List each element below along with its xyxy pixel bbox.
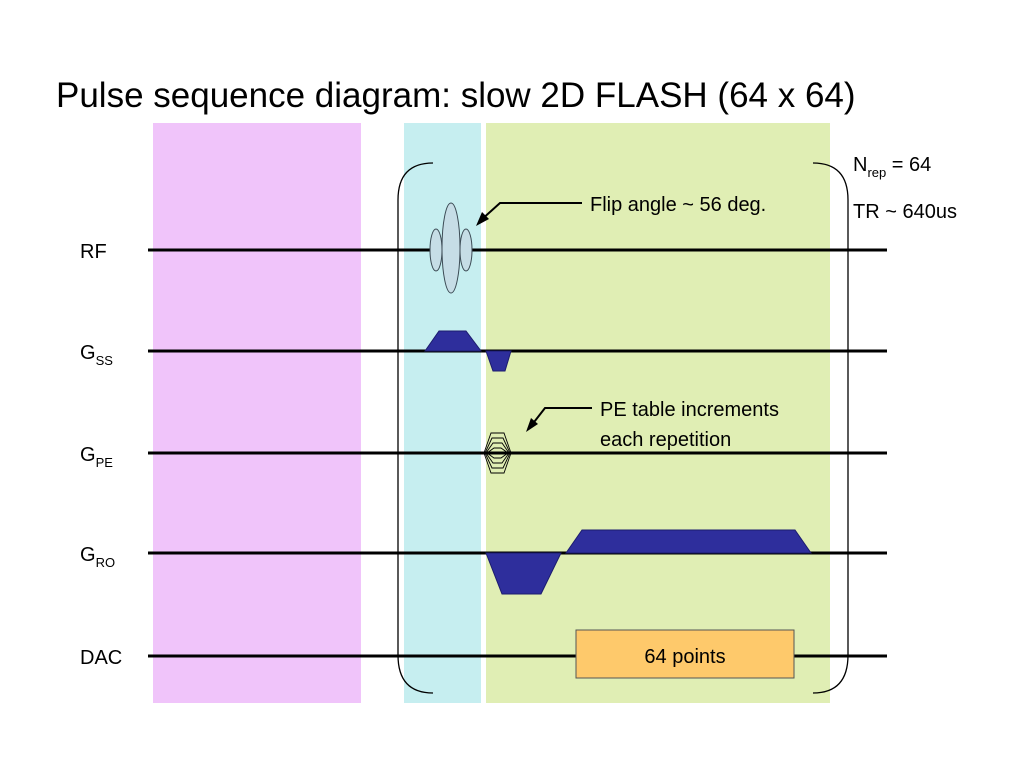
dac-block-label: 64 points <box>644 646 725 668</box>
pe-table-annotation-line1: PE table increments <box>600 399 779 421</box>
nrep-annotation: Nrep = 64 <box>853 154 931 180</box>
readout-region <box>486 123 830 703</box>
pe-table-annotation-line2: each repetition <box>600 429 731 451</box>
channel-label-gss: GSS <box>80 342 113 368</box>
preparation-region <box>153 123 361 703</box>
gro-prephase-lobe <box>485 552 562 595</box>
flip-angle-annotation: Flip angle ~ 56 deg. <box>590 194 766 216</box>
repetition-bracket-left <box>397 162 434 694</box>
slide-title: Pulse sequence diagram: slow 2D FLASH (6… <box>56 76 856 115</box>
gro-readout-lobe <box>565 529 812 554</box>
gpe-phase-encode-table <box>483 432 512 474</box>
rf-excitation-pulse <box>429 202 473 294</box>
flip-angle-arrow <box>476 202 582 226</box>
channel-label-gro: GRO <box>80 544 115 570</box>
repetition-bracket-right <box>812 162 849 694</box>
pe-table-arrow <box>526 407 592 432</box>
gss-refocus-lobe <box>485 350 512 372</box>
dac-acquisition-block <box>575 629 795 679</box>
excitation-region <box>404 123 481 703</box>
channel-label-gpe: GPE <box>80 444 113 470</box>
tr-annotation: TR ~ 640us <box>853 201 957 223</box>
channel-label-rf: RF <box>80 241 107 263</box>
channel-label-dac: DAC <box>80 647 122 669</box>
gss-slice-select-lobe <box>424 330 482 352</box>
